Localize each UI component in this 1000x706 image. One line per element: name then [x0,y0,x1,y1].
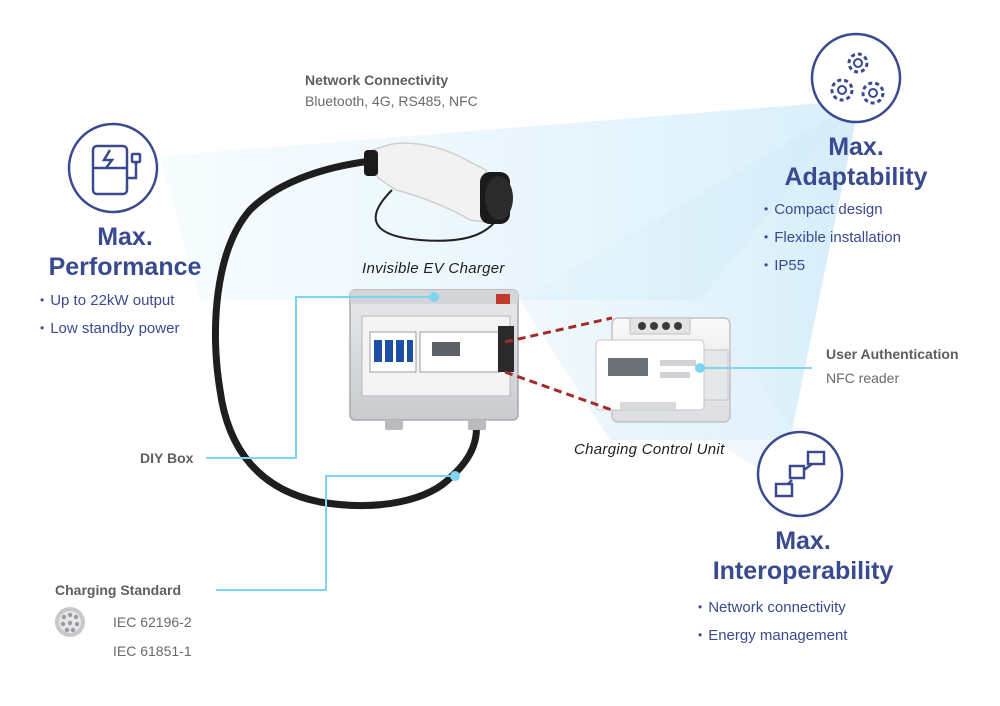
gears-icon [810,32,902,124]
interoperability-title-line2: Interoperability [712,557,894,585]
standard-item: IEC 61851-1 [113,643,192,659]
list-item: Up to 22kW output [40,292,179,320]
connector-wire [374,189,499,242]
adaptability-title: Max. Adaptability [756,132,956,192]
leader-charging-standard [216,475,455,591]
adaptability-title-line2: Adaptability [784,163,928,191]
leader-dot-diy-box [429,292,439,302]
interoperability-title-line1: Max. [775,527,831,555]
diy-box [349,289,519,430]
list-item: Compact design [764,201,901,229]
list-item: Flexible installation [764,229,901,257]
interoperability-title: Max. Interoperability [690,526,916,586]
control-unit-label: Charging Control Unit [574,441,725,458]
leader-dot-charging-standard [450,471,460,481]
charging-plug [364,142,513,224]
adaptability-bullets: Compact design Flexible installation IP5… [764,201,901,285]
diy-box-label: DIY Box [140,450,194,466]
user-auth-text: NFC reader [826,370,900,386]
leader-dot-user-auth [695,363,705,373]
list-item: Energy management [698,627,847,655]
control-unit [595,317,731,423]
adaptability-title-line1: Max. [828,133,884,161]
list-item: Network connectivity [698,599,847,627]
link-dash-bottom [504,370,613,412]
network-text: Bluetooth, 4G, RS485, NFC [305,93,478,109]
link-dash-top [504,316,613,344]
leader-diy-box [206,296,434,459]
list-item: IP55 [764,257,901,285]
performance-bullets: Up to 22kW output Low standby power [40,292,179,348]
network-nodes-icon [756,430,844,518]
performance-title: Max. Performance [20,222,230,282]
performance-title-line1: Max. [97,223,153,251]
interoperability-bullets: Network connectivity Energy management [698,599,847,655]
ev-charger-icon [67,122,159,214]
standard-item: IEC 62196-2 [113,614,192,630]
user-auth-title: User Authentication [826,346,959,362]
list-item: Low standby power [40,320,179,348]
type2-connector-icon [55,607,85,637]
charging-standard-title: Charging Standard [55,582,182,598]
performance-title-line2: Performance [48,253,202,281]
invisible-charger-label: Invisible EV Charger [362,260,505,277]
network-title: Network Connectivity [305,72,449,88]
